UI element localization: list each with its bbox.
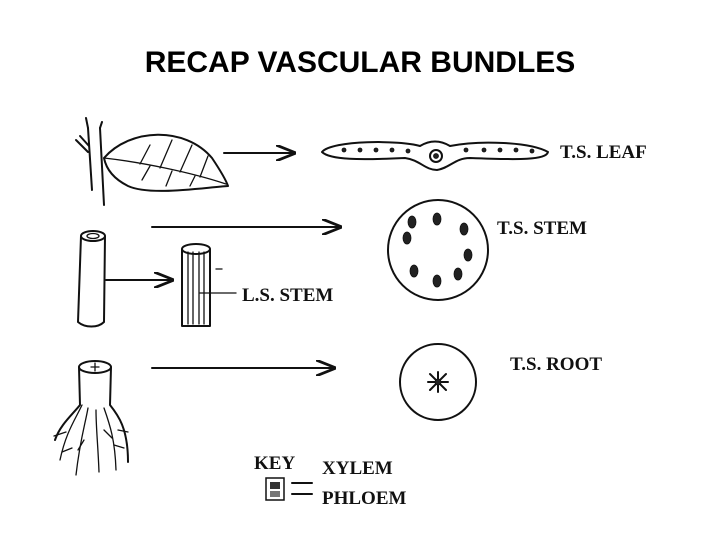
- label-ts-stem: T.S. STEM: [497, 218, 587, 239]
- ts-root-section: [399, 343, 477, 421]
- slide-title: RECAP VASCULAR BUNDLES: [144, 46, 576, 79]
- key-heading: KEY: [254, 453, 295, 474]
- label-ts-leaf: T.S. LEAF: [560, 142, 647, 163]
- ls-stem-section: [181, 243, 237, 327]
- stem-cylinder-drawing: [77, 230, 106, 328]
- ts-stem-section: [387, 199, 489, 301]
- key-phloem-label: PHLOEM: [322, 488, 407, 509]
- root-drawing: [53, 360, 129, 476]
- key-swatch: [265, 477, 285, 501]
- ts-leaf-section: [321, 140, 549, 171]
- key-xylem-label: XYLEM: [322, 458, 393, 479]
- label-ts-root: T.S. ROOT: [510, 354, 602, 375]
- leaf-twig-drawing: [75, 117, 229, 206]
- label-ls-stem: L.S. STEM: [242, 285, 333, 306]
